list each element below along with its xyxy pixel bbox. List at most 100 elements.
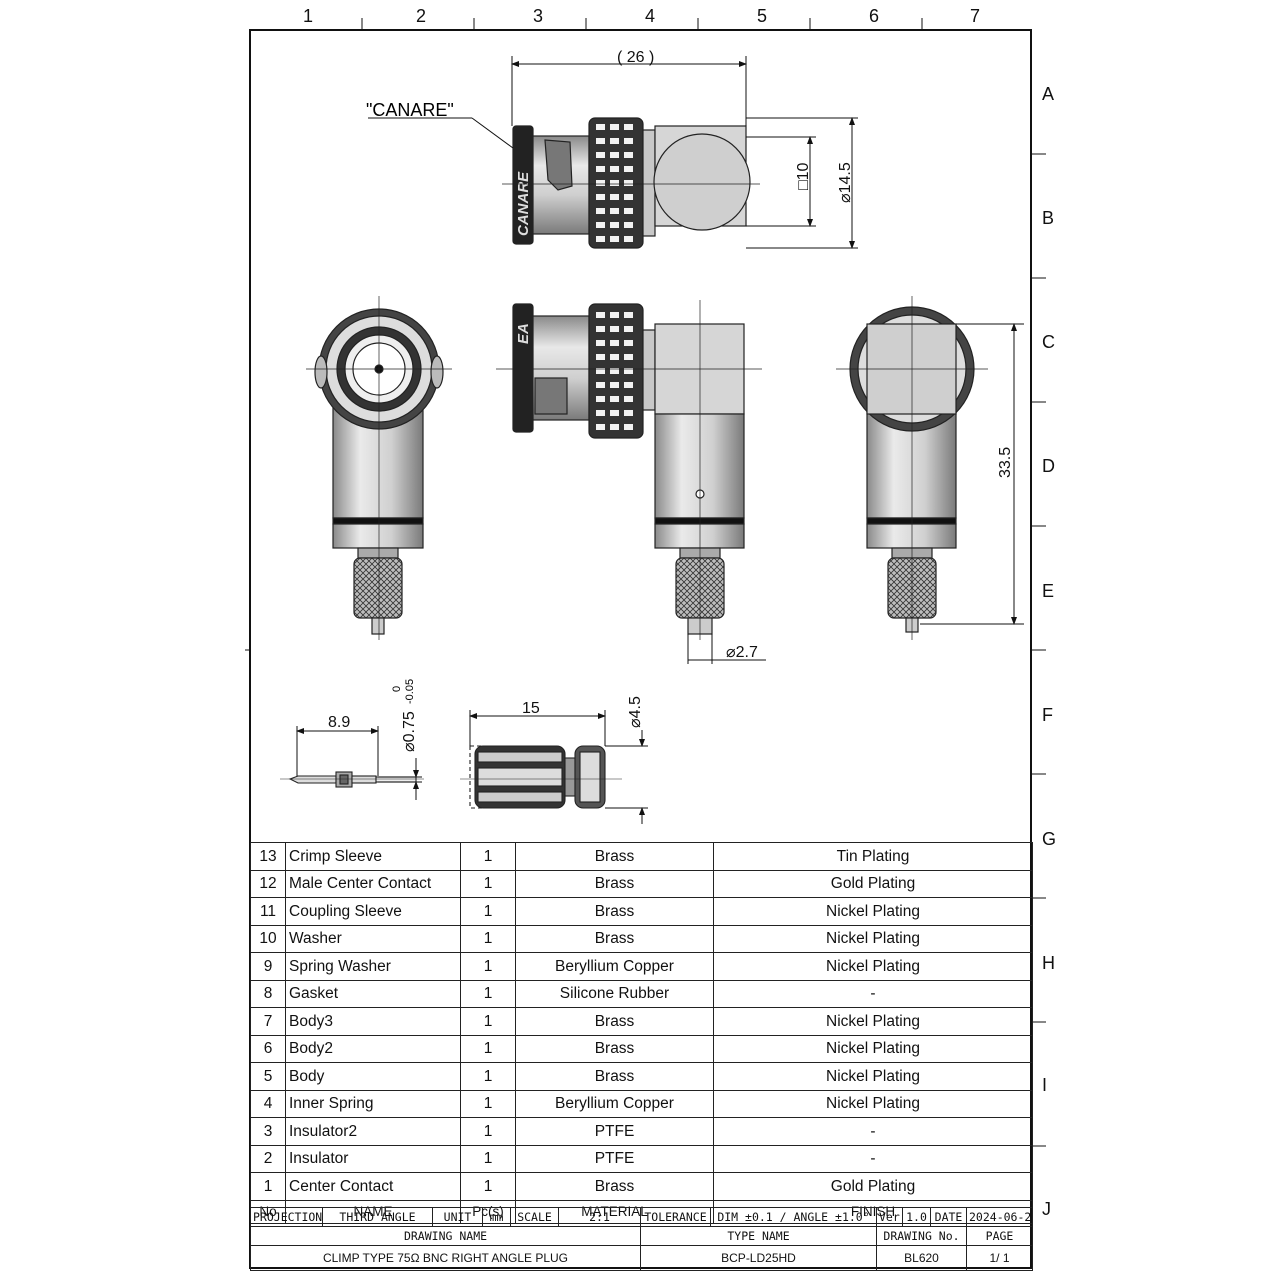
parts-cell-name: Male Center Contact (285, 869, 461, 898)
pin-detail (280, 771, 424, 788)
canare-callout: "CANARE" (366, 100, 454, 120)
parts-cell-material: Beryllium Copper (515, 1089, 714, 1118)
parts-cell-material: Brass (515, 869, 714, 898)
page-label: PAGE (966, 1226, 1033, 1246)
row-label: G (1042, 829, 1057, 849)
row-label: J (1042, 1199, 1051, 1219)
row-label: F (1042, 705, 1053, 725)
column-label: 7 (970, 6, 981, 26)
dim-pin-length: 8.9 (328, 714, 350, 731)
parts-cell-pcs: 1 (460, 1117, 516, 1146)
tolerance-value: DIM ±0.1 / ANGLE ±1.0° (710, 1207, 877, 1227)
parts-cell-finish: Nickel Plating (713, 1034, 1033, 1063)
row-label: H (1042, 953, 1055, 973)
crimp-sleeve-knurl-front (353, 557, 403, 619)
parts-cell-finish: Nickel Plating (713, 897, 1033, 926)
row-label: D (1042, 456, 1055, 476)
parts-cell-finish: - (713, 1117, 1033, 1146)
parts-cell-material: Brass (515, 842, 714, 871)
parts-cell-name: Crimp Sleeve (285, 842, 461, 871)
parts-cell-finish: Nickel Plating (713, 1007, 1033, 1036)
parts-cell-no: 4 (250, 1089, 286, 1118)
sleeve-detail (460, 745, 622, 809)
parts-cell-material: Brass (515, 1062, 714, 1091)
parts-cell-no: 3 (250, 1117, 286, 1146)
parts-cell-name: Body3 (285, 1007, 461, 1036)
parts-cell-material: Brass (515, 1007, 714, 1036)
parts-cell-finish: Nickel Plating (713, 924, 1033, 953)
parts-cell-finish: Nickel Plating (713, 952, 1033, 981)
parts-cell-no: 5 (250, 1062, 286, 1091)
scale-label: SCALE (510, 1207, 559, 1227)
parts-cell-pcs: 1 (460, 1144, 516, 1173)
version-label: Ver. (876, 1207, 903, 1227)
column-label: 3 (533, 6, 544, 26)
row-label: A (1042, 84, 1055, 104)
parts-cell-material: Brass (515, 1172, 714, 1201)
dim-pin-tol-upper: 0 (391, 686, 403, 692)
unit-label: UNIT (432, 1207, 483, 1227)
column-label: 5 (757, 6, 768, 26)
parts-cell-no: 13 (250, 842, 286, 871)
parts-cell-finish: - (713, 979, 1033, 1008)
projection-value: THIRD ANGLE (322, 1207, 433, 1227)
side-view: EA (496, 300, 762, 640)
parts-cell-no: 12 (250, 869, 286, 898)
parts-cell-finish: Gold Plating (713, 1172, 1033, 1201)
parts-cell-finish: - (713, 1144, 1033, 1173)
dim-pin-tol-lower: -0.05 (404, 679, 416, 704)
column-label: 1 (303, 6, 314, 26)
rear-view (836, 296, 988, 640)
parts-cell-name: Body (285, 1062, 461, 1091)
parts-cell-material: Brass (515, 897, 714, 926)
parts-cell-finish: Nickel Plating (713, 1062, 1033, 1091)
type-name-label: TYPE NAME (640, 1226, 877, 1246)
version-value: 1.0 (902, 1207, 931, 1227)
drawing-name-value: CLIMP TYPE 75Ω BNC RIGHT ANGLE PLUG (250, 1245, 641, 1271)
parts-cell-no: 8 (250, 979, 286, 1008)
date-label: DATE (930, 1207, 967, 1227)
parts-cell-pcs: 1 (460, 979, 516, 1008)
rear-view-dimensions (920, 323, 1024, 625)
parts-cell-pcs: 1 (460, 897, 516, 926)
page-value: 1/ 1 (966, 1245, 1033, 1271)
projection-label: PROJECTION (250, 1207, 323, 1227)
parts-cell-name: Coupling Sleeve (285, 897, 461, 926)
row-label: E (1042, 581, 1055, 601)
parts-cell-name: Gasket (285, 979, 461, 1008)
row-label: C (1042, 332, 1055, 352)
pin-detail-dimensions (296, 726, 422, 800)
parts-cell-pcs: 1 (460, 952, 516, 981)
drawing-no-value: BL620 (876, 1245, 967, 1271)
row-label: I (1042, 1075, 1048, 1095)
parts-cell-no: 2 (250, 1144, 286, 1173)
brand-mark-side: EA (515, 323, 532, 344)
column-label: 6 (869, 6, 880, 26)
top-view-dimensions (368, 56, 858, 249)
type-name-value: BCP-LD25HD (640, 1245, 877, 1271)
front-view (306, 296, 452, 640)
parts-cell-name: Insulator (285, 1144, 461, 1173)
parts-cell-name: Body2 (285, 1034, 461, 1063)
parts-cell-no: 1 (250, 1172, 286, 1201)
tolerance-label: TOLERANCE (640, 1207, 711, 1227)
parts-cell-pcs: 1 (460, 1034, 516, 1063)
parts-cell-material: PTFE (515, 1144, 714, 1173)
parts-cell-material: Silicone Rubber (515, 979, 714, 1008)
parts-cell-name: Inner Spring (285, 1089, 461, 1118)
parts-cell-pcs: 1 (460, 924, 516, 953)
parts-cell-finish: Gold Plating (713, 869, 1033, 898)
title-block: PROJECTION THIRD ANGLE UNIT mm SCALE 2:1… (250, 1207, 1033, 1271)
